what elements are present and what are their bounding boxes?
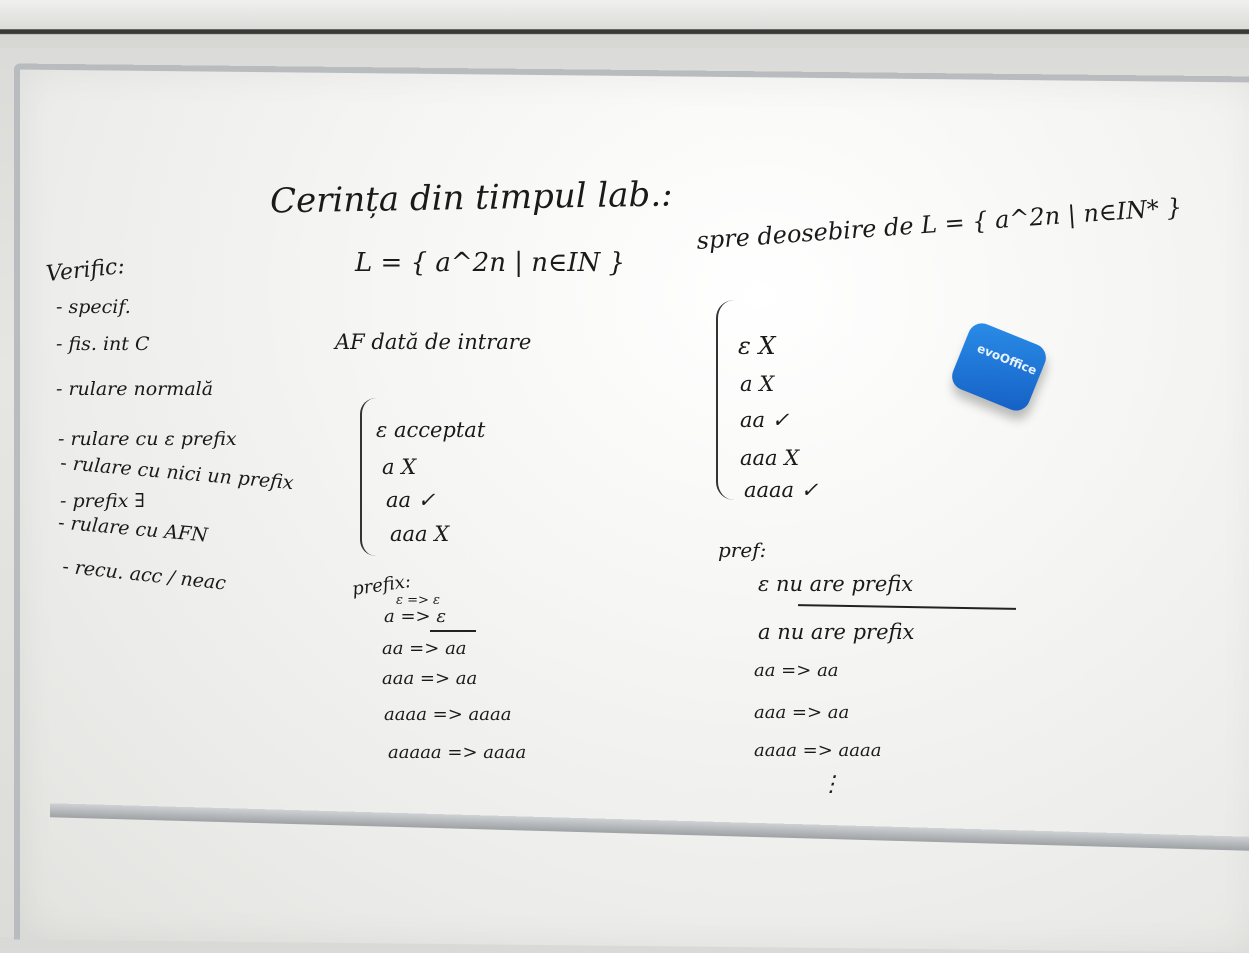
prefix-row: aaaa => aaaa (384, 704, 512, 725)
case-item: ε X (738, 332, 776, 360)
case-item: aaa X (740, 446, 800, 470)
case-item: aaa X (390, 522, 450, 546)
prefix-row: aaa => aa (382, 668, 478, 689)
case-brace (360, 398, 376, 556)
case-item: aaaa ✓ (744, 478, 819, 502)
board-title: Cerința din timpul lab.: (269, 174, 673, 222)
case-brace (716, 300, 734, 500)
check-item: - prefix ∃ (60, 490, 145, 512)
pref-row: ε nu are prefix (758, 572, 914, 596)
af-label: AF dată de intrare (335, 330, 532, 354)
eraser-brand-label: evoOffice (975, 341, 1039, 378)
check-item: - specif. (56, 296, 131, 318)
case-item: aa ✓ (386, 488, 436, 512)
check-item: - rulare normală (56, 378, 214, 400)
check-item: - rulare cu ε prefix (58, 428, 237, 450)
top-rail (0, 0, 1249, 48)
pref-row: a nu are prefix (758, 620, 915, 644)
prefix-row: aa => aa (382, 638, 467, 659)
prefix-row: a => ε (384, 606, 446, 627)
pref-row: aaaa => aaaa (754, 740, 882, 761)
continuation-dots: ⋮ (820, 772, 842, 797)
case-item: a X (740, 372, 775, 396)
check-item: - fis. int C (56, 333, 150, 355)
prefix-row: ε => ε (396, 593, 441, 608)
pref-row: aaa => aa (754, 702, 850, 723)
language-definition: L = { a^2n | n∈IN } (355, 248, 626, 278)
case-item: a X (382, 455, 417, 479)
pref-heading: pref: (718, 538, 767, 562)
case-item: aa ✓ (740, 408, 790, 432)
prefix-row: aaaaa => aaaa (388, 742, 527, 763)
underline (430, 630, 476, 632)
pref-row: aa => aa (754, 660, 839, 681)
case-item: ε acceptat (376, 418, 486, 442)
